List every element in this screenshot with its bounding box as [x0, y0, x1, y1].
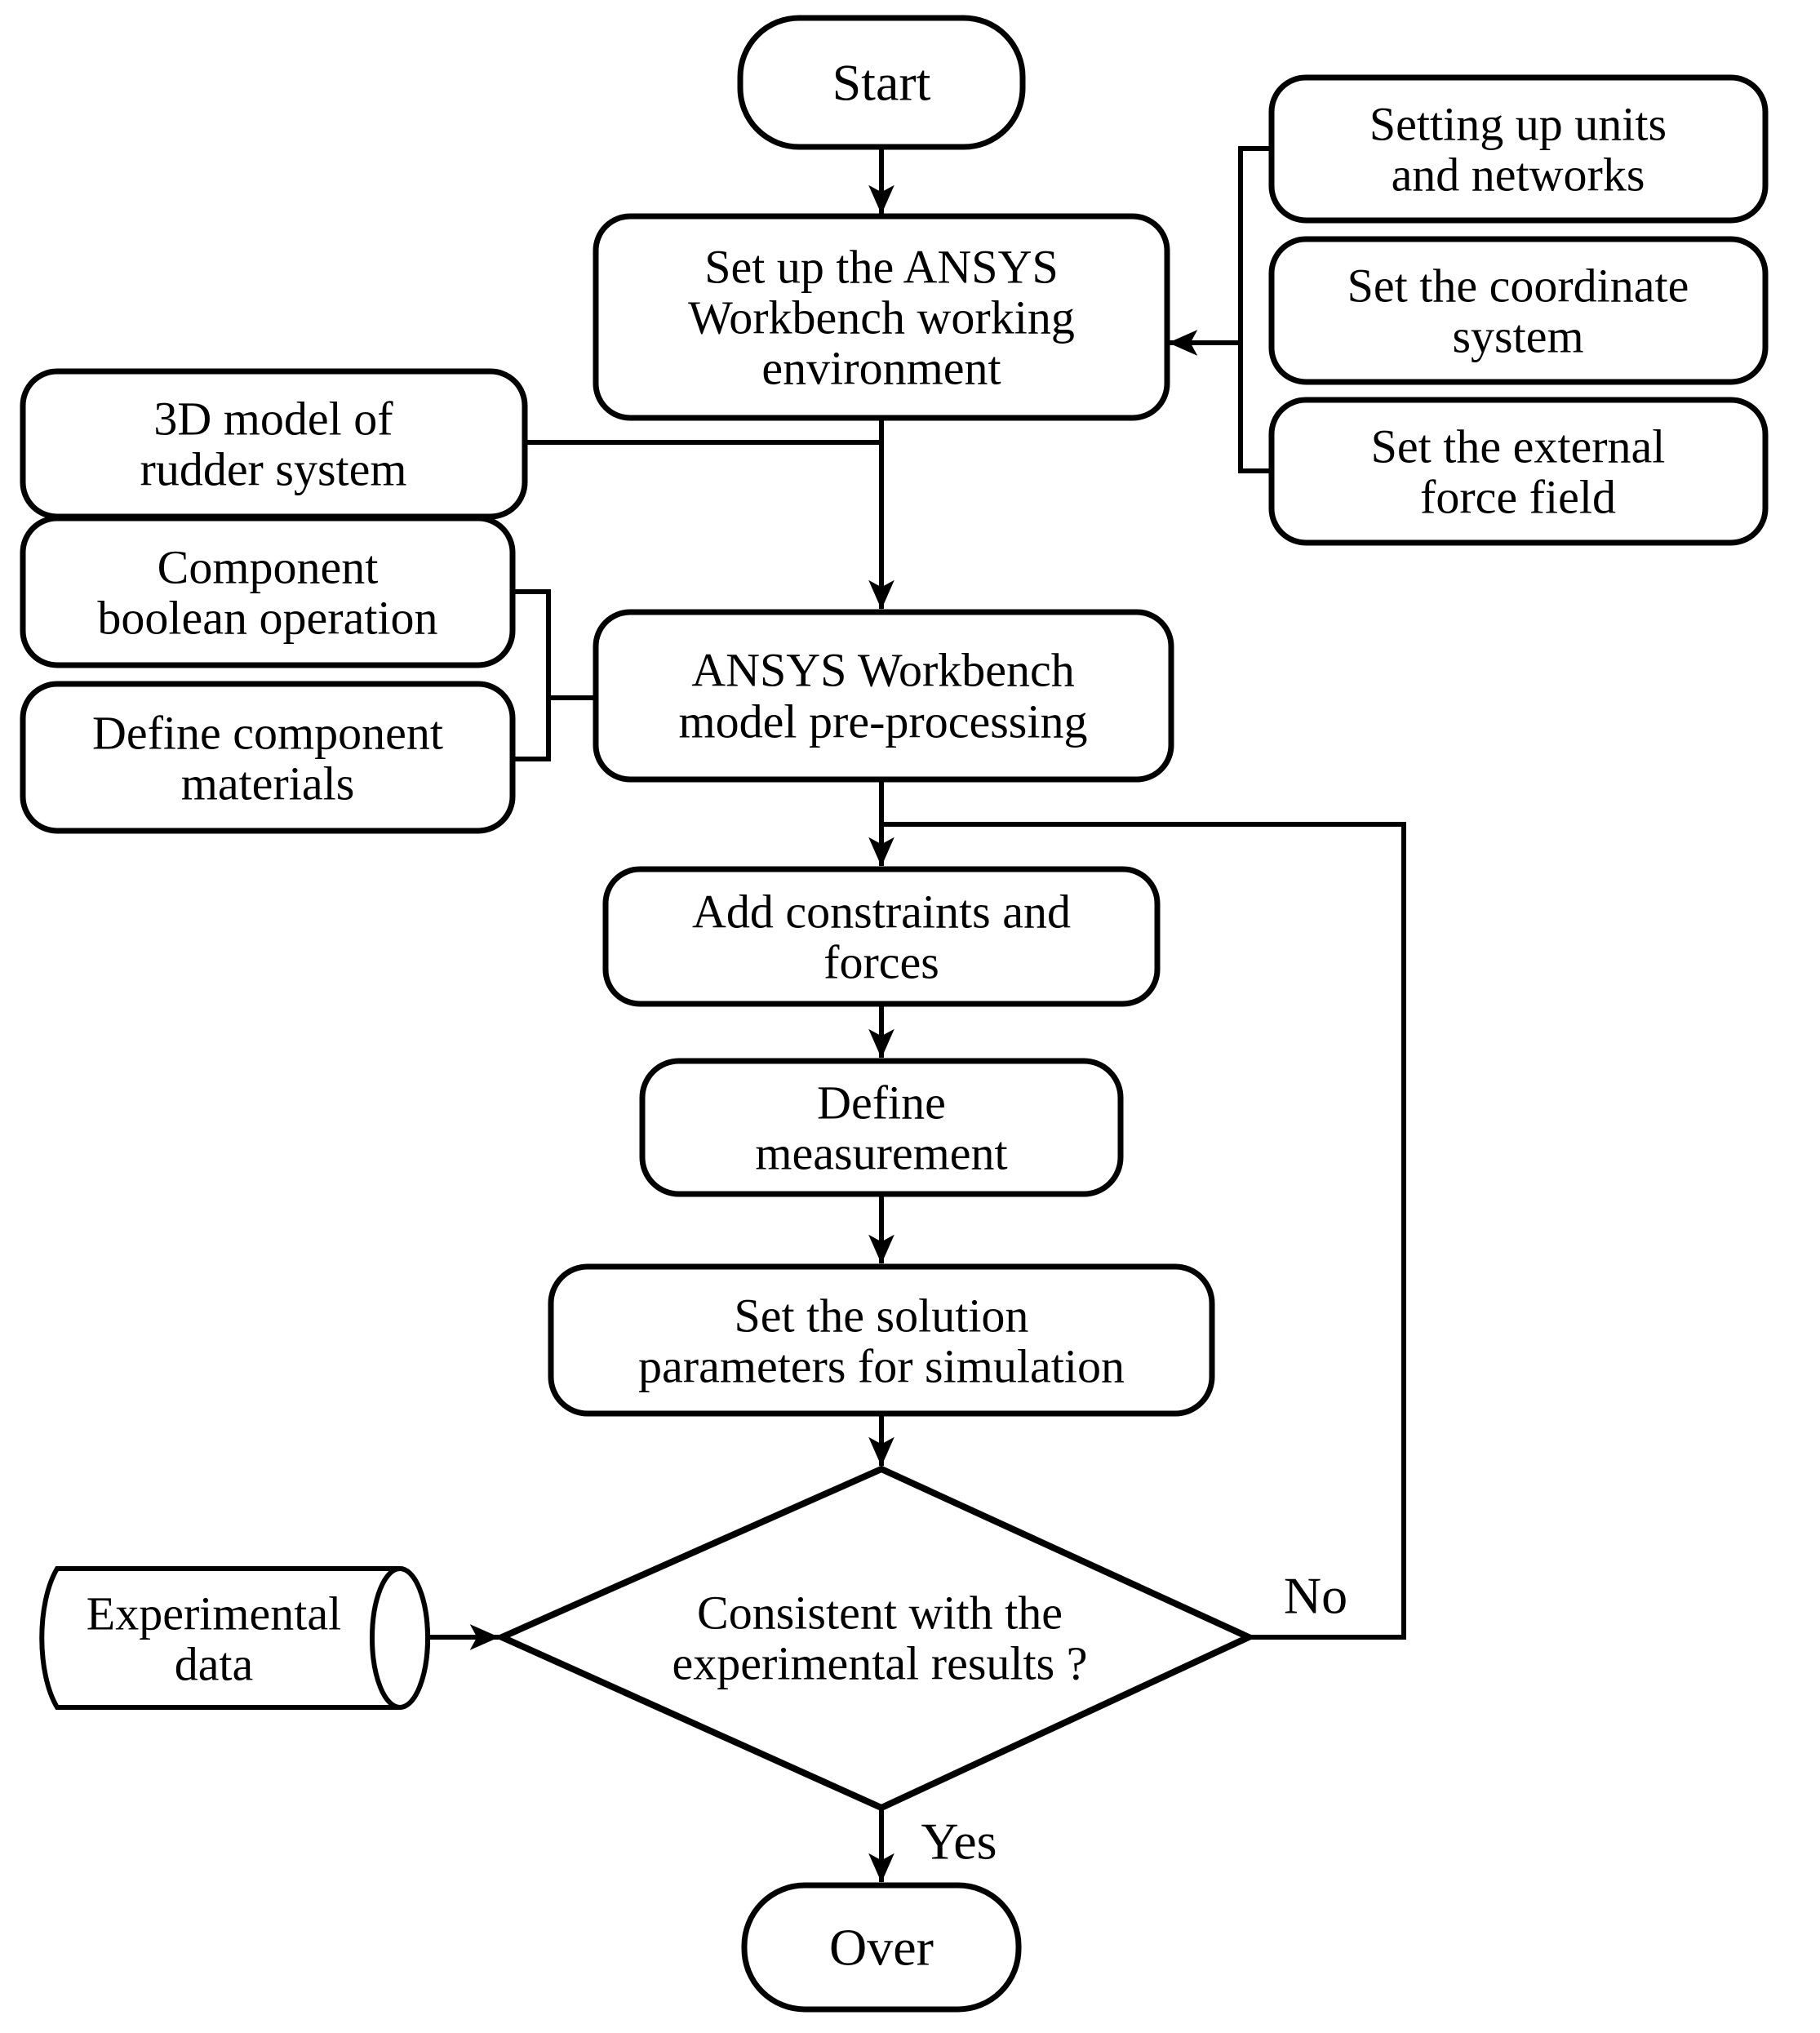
process-box [602, 866, 1161, 1007]
terminator-shape [737, 15, 1026, 150]
constraints-forces-node: Add constraints and forces [602, 866, 1161, 1007]
edges [428, 146, 1406, 1883]
coordinate-line-2: system [1452, 310, 1583, 363]
no-edge-label: No [1284, 1567, 1347, 1625]
coordinate-system-node: Set the coordinate system [1268, 236, 1769, 385]
constraints-line-2: forces [823, 936, 939, 989]
over-node: Over [741, 1882, 1022, 2013]
preprocessing-line-1: ANSYS Workbench [691, 644, 1075, 697]
process-box [1268, 236, 1769, 385]
process-box [1268, 397, 1769, 546]
solution-line-1: Set the solution [735, 1289, 1029, 1343]
setup-line-3: environment [761, 342, 1001, 395]
boolean-line-2: boolean operation [97, 592, 437, 645]
solution-parameters-node: Set the solution parameters for simulati… [548, 1263, 1215, 1417]
experimental-data-node: Experimental data [39, 1566, 430, 1710]
measurement-line-2: measurement [755, 1127, 1007, 1180]
preprocessing-line-2: model pre-processing [679, 695, 1088, 748]
process-box [593, 609, 1174, 783]
process-box [593, 213, 1170, 421]
experimental-data-line-2: data [175, 1638, 254, 1691]
3d-model-line-1: 3D model of [153, 393, 393, 446]
units-line-1: Setting up units [1369, 98, 1667, 151]
decision-node: Consistent with the experimental results… [494, 1465, 1257, 1812]
edge-no-feedback-loop [881, 822, 1406, 1640]
units-line-2: and networks [1392, 149, 1645, 202]
units-networks-node: Setting up units and networks [1268, 74, 1769, 224]
external-force-node: Set the external force field [1268, 397, 1769, 546]
3d-model-line-2: rudder system [140, 443, 407, 496]
decision-line-2: experimental results ? [673, 1637, 1088, 1690]
process-box [639, 1058, 1124, 1197]
boolean-line-1: Component [158, 541, 379, 594]
decision-diamond [494, 1465, 1257, 1812]
measurement-line-1: Define [817, 1076, 946, 1130]
yes-edge-label: Yes [921, 1813, 997, 1871]
external-force-line-2: force field [1420, 471, 1616, 524]
bracket-left-side-boxes [513, 589, 551, 761]
process-box [20, 681, 516, 834]
materials-line-2: materials [181, 757, 355, 810]
boolean-operation-node: Component boolean operation [20, 515, 516, 668]
start-label: Start [832, 54, 931, 112]
3d-model-node: 3D model of rudder system [20, 368, 528, 520]
process-box [20, 515, 516, 668]
setup-environment-node: Set up the ANSYS Workbench working envir… [593, 213, 1170, 421]
solution-line-2: parameters for simulation [638, 1340, 1125, 1393]
over-label: Over [829, 1919, 934, 1977]
setup-line-2: Workbench working [688, 291, 1075, 344]
constraints-line-1: Add constraints and [692, 886, 1071, 939]
bracket-right-side-boxes [1238, 146, 1272, 473]
preprocessing-node: ANSYS Workbench model pre-processing [593, 609, 1174, 783]
stored-data-cylinder-cap [370, 1566, 430, 1710]
terminator-shape [741, 1882, 1022, 2013]
process-box [548, 1263, 1215, 1417]
coordinate-line-1: Set the coordinate [1347, 260, 1689, 313]
experimental-data-line-1: Experimental [87, 1587, 341, 1640]
external-force-line-1: Set the external [1371, 420, 1666, 473]
setup-line-1: Set up the ANSYS [704, 241, 1058, 294]
materials-line-1: Define component [92, 707, 443, 760]
define-measurement-node: Define measurement [639, 1058, 1124, 1197]
process-box [1268, 74, 1769, 224]
start-node: Start [737, 15, 1026, 150]
define-materials-node: Define component materials [20, 681, 516, 834]
decision-line-1: Consistent with the [697, 1587, 1063, 1640]
